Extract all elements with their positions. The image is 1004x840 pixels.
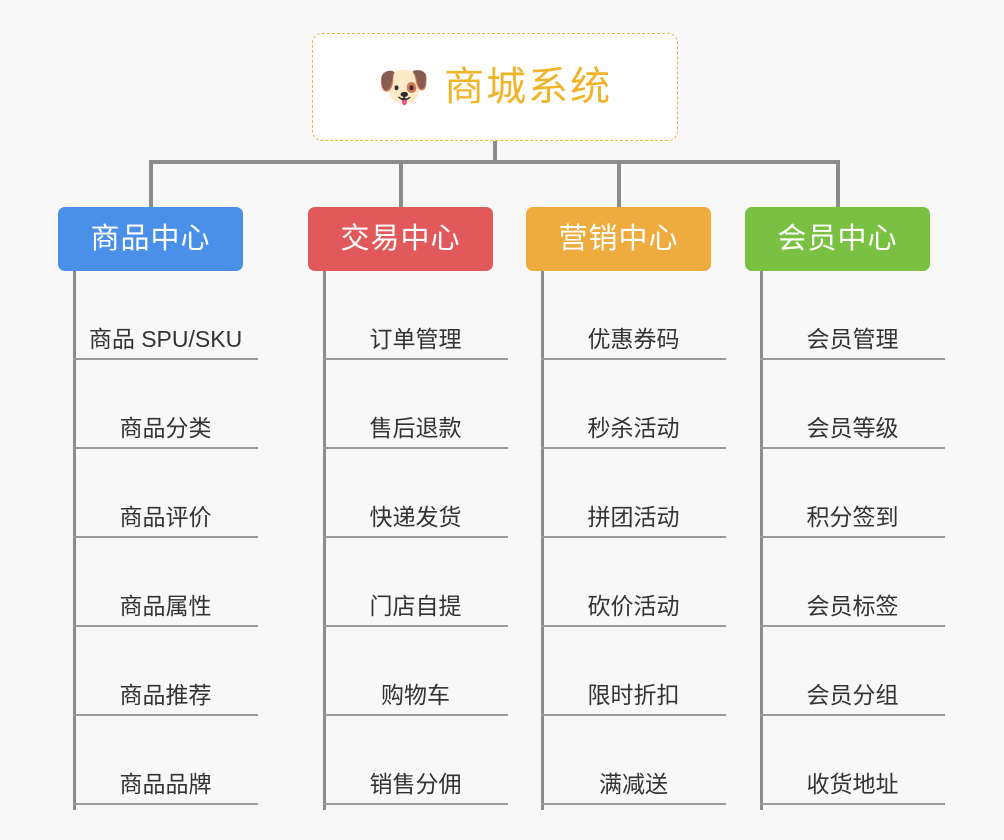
- list-item-label: 砍价活动: [587, 592, 680, 619]
- list-item[interactable]: 砍价活动: [541, 538, 726, 627]
- list-item[interactable]: 限时折扣: [541, 627, 726, 716]
- column-spine: [73, 271, 76, 810]
- list-item-label: 秒杀活动: [587, 414, 680, 441]
- list-item[interactable]: 商品属性: [73, 538, 258, 627]
- category-box-member-center[interactable]: 会员中心: [745, 207, 930, 271]
- root-node[interactable]: 🐶 商城系统: [312, 33, 678, 141]
- list-item-label: 商品推荐: [119, 681, 212, 708]
- list-item[interactable]: 优惠券码: [541, 271, 726, 360]
- connector-stem: [493, 141, 497, 163]
- list-item[interactable]: 拼团活动: [541, 449, 726, 538]
- list-item[interactable]: 商品品牌: [73, 716, 258, 805]
- list-item[interactable]: 商品推荐: [73, 627, 258, 716]
- category-label: 交易中心: [340, 222, 461, 255]
- list-item-label: 限时折扣: [587, 681, 680, 708]
- list-item-label: 收货地址: [806, 770, 899, 797]
- list-item[interactable]: 秒杀活动: [541, 360, 726, 449]
- list-item-label: 售后退款: [369, 414, 462, 441]
- list-item[interactable]: 销售分佣: [323, 716, 508, 805]
- root-node-label: 商城系统: [444, 65, 613, 109]
- list-item-label: 会员管理: [806, 325, 899, 352]
- list-item[interactable]: 会员等级: [760, 360, 945, 449]
- connector-drop-trade-center: [399, 160, 403, 207]
- list-item[interactable]: 收货地址: [760, 716, 945, 805]
- category-box-marketing-center[interactable]: 营销中心: [526, 207, 711, 271]
- column-spine: [760, 271, 763, 810]
- list-item[interactable]: 商品分类: [73, 360, 258, 449]
- category-label: 会员中心: [777, 222, 898, 255]
- list-item-label: 购物车: [381, 681, 450, 708]
- list-item-label: 拼团活动: [587, 503, 680, 530]
- list-item-label: 会员等级: [806, 414, 899, 441]
- column-spine: [541, 271, 544, 810]
- list-item-label: 商品评价: [119, 503, 212, 530]
- list-item-label: 门店自提: [369, 592, 462, 619]
- list-item-label: 满减送: [599, 770, 668, 797]
- list-item-label: 快递发货: [369, 503, 462, 530]
- category-box-trade-center[interactable]: 交易中心: [308, 207, 493, 271]
- list-item[interactable]: 商品 SPU/SKU: [73, 271, 258, 360]
- list-item-label: 商品 SPU/SKU: [88, 325, 243, 352]
- list-item[interactable]: 会员分组: [760, 627, 945, 716]
- list-item[interactable]: 门店自提: [323, 538, 508, 627]
- dog-face-icon: 🐶: [377, 63, 431, 110]
- list-item-label: 商品属性: [119, 592, 212, 619]
- list-item-label: 会员分组: [806, 681, 899, 708]
- column-spine: [323, 271, 326, 810]
- list-item[interactable]: 积分签到: [760, 449, 945, 538]
- list-item-label: 销售分佣: [369, 770, 462, 797]
- connector-bus: [149, 160, 840, 164]
- connector-drop-product-center: [149, 160, 153, 207]
- connector-drop-marketing-center: [617, 160, 621, 207]
- list-item[interactable]: 会员标签: [760, 538, 945, 627]
- list-item-label: 会员标签: [806, 592, 899, 619]
- list-item[interactable]: 订单管理: [323, 271, 508, 360]
- category-box-product-center[interactable]: 商品中心: [58, 207, 243, 271]
- list-item-label: 优惠券码: [587, 325, 680, 352]
- list-item-label: 商品品牌: [119, 770, 212, 797]
- category-label: 商品中心: [90, 222, 211, 255]
- category-label: 营销中心: [558, 222, 679, 255]
- connector-drop-member-center: [836, 160, 840, 207]
- list-item[interactable]: 售后退款: [323, 360, 508, 449]
- list-item-label: 订单管理: [369, 325, 462, 352]
- list-item[interactable]: 会员管理: [760, 271, 945, 360]
- list-item[interactable]: 满减送: [541, 716, 726, 805]
- list-item[interactable]: 商品评价: [73, 449, 258, 538]
- list-item-label: 商品分类: [119, 414, 212, 441]
- list-item[interactable]: 快递发货: [323, 449, 508, 538]
- list-item[interactable]: 购物车: [323, 627, 508, 716]
- list-item-label: 积分签到: [806, 503, 899, 530]
